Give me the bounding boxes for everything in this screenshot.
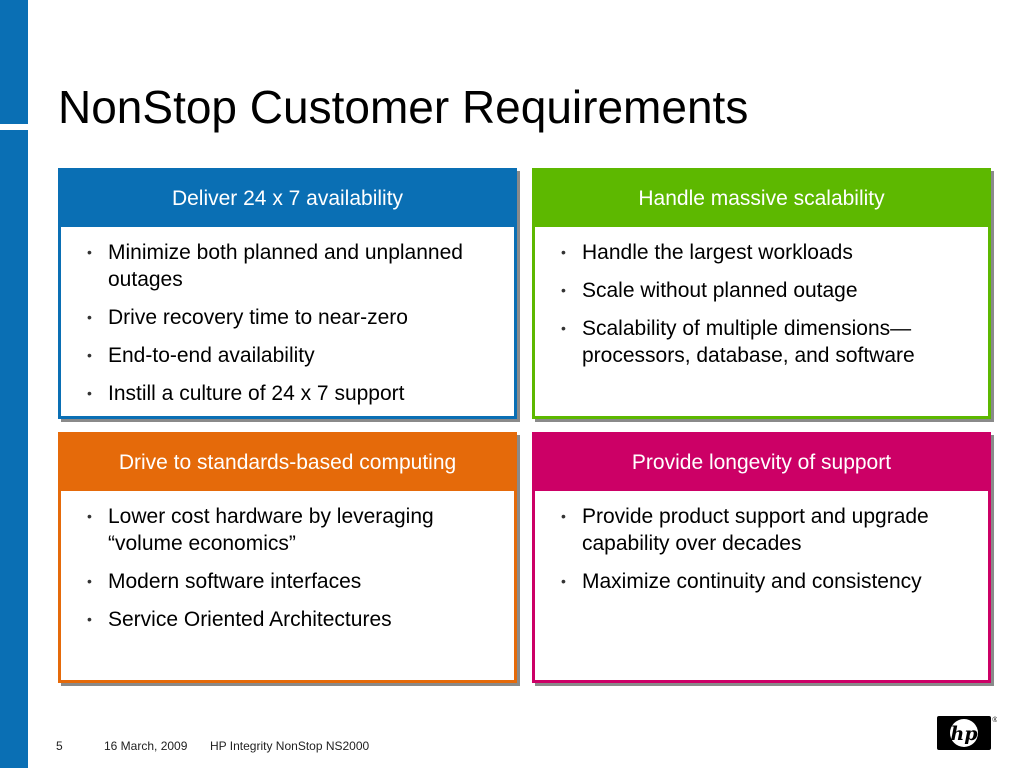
list-item: • Maximize continuity and consistency bbox=[558, 568, 973, 595]
card-longevity: Provide longevity of support • Provide pr… bbox=[532, 432, 991, 683]
card-availability: Deliver 24 x 7 availability • Minimize bo… bbox=[58, 168, 517, 419]
card-header: Drive to standards-based computing bbox=[61, 435, 514, 491]
card-header: Handle massive scalability bbox=[535, 171, 988, 227]
list-item: • Modern software interfaces bbox=[84, 568, 499, 595]
list-item: • Instill a culture of 24 x 7 support bbox=[84, 380, 499, 407]
bullet-icon: • bbox=[87, 508, 92, 524]
list-item-text: Lower cost hardware by leveraging “volum… bbox=[108, 505, 434, 555]
list-item: • Provide product support and upgrade cap… bbox=[558, 503, 973, 557]
bullet-list: • Handle the largest workloads • Scale wit… bbox=[538, 227, 985, 369]
list-item-text: Scale without planned outage bbox=[582, 279, 858, 302]
list-item: • End-to-end availability bbox=[84, 342, 499, 369]
footer-product: HP Integrity NonStop NS2000 bbox=[210, 739, 370, 753]
bullet-icon: • bbox=[87, 347, 92, 363]
list-item-text: Maximize continuity and consistency bbox=[582, 570, 922, 593]
slide-title: NonStop Customer Requirements bbox=[58, 81, 749, 133]
bullet-icon: • bbox=[561, 508, 566, 524]
card-body: • Minimize both planned and unplanned out… bbox=[64, 227, 511, 413]
list-item: • Scale without planned outage bbox=[558, 277, 973, 304]
list-item: • Drive recovery time to near-zero bbox=[84, 304, 499, 331]
list-item: • Lower cost hardware by leveraging “volu… bbox=[84, 503, 499, 557]
list-item-text: Instill a culture of 24 x 7 support bbox=[108, 382, 405, 405]
bullet-icon: • bbox=[87, 573, 92, 589]
page-number: 5 bbox=[56, 739, 63, 753]
bullet-icon: • bbox=[561, 244, 566, 260]
list-item: • Minimize both planned and unplanned out… bbox=[84, 239, 499, 293]
hp-logo-icon: hp ® bbox=[937, 716, 997, 750]
card-header: Provide longevity of support bbox=[535, 435, 988, 491]
left-accent-bar bbox=[0, 0, 28, 768]
list-item-text: Modern software interfaces bbox=[108, 570, 362, 593]
card-body: • Lower cost hardware by leveraging “volu… bbox=[64, 491, 511, 677]
card-standards: Drive to standards-based computing • Lowe… bbox=[58, 432, 517, 683]
bullet-icon: • bbox=[87, 385, 92, 401]
bullet-icon: • bbox=[87, 611, 92, 627]
bullet-list: • Provide product support and upgrade cap… bbox=[538, 491, 985, 595]
card-header: Deliver 24 x 7 availability bbox=[61, 171, 514, 227]
left-accent-bar-notch bbox=[0, 124, 28, 130]
list-item: • Scalability of multiple dimensions—proc… bbox=[558, 315, 973, 369]
bullet-icon: • bbox=[87, 309, 92, 325]
list-item-text: Service Oriented Architectures bbox=[108, 608, 392, 631]
bullet-icon: • bbox=[561, 573, 566, 589]
bullet-icon: • bbox=[561, 282, 566, 298]
list-item-text: End-to-end availability bbox=[108, 344, 315, 367]
footer-date: 16 March, 2009 bbox=[104, 739, 188, 753]
registered-mark: ® bbox=[992, 716, 997, 724]
bullet-icon: • bbox=[561, 320, 566, 336]
bullet-list: • Minimize both planned and unplanned out… bbox=[64, 227, 511, 407]
list-item: • Handle the largest workloads bbox=[558, 239, 973, 266]
list-item-text: Provide product support and upgrade capa… bbox=[582, 505, 929, 555]
bullet-list: • Lower cost hardware by leveraging “volu… bbox=[64, 491, 511, 633]
card-body: • Provide product support and upgrade cap… bbox=[538, 491, 985, 677]
card-body: • Handle the largest workloads • Scale wit… bbox=[538, 227, 985, 413]
list-item: • Service Oriented Architectures bbox=[84, 606, 499, 633]
list-item-text: Drive recovery time to near-zero bbox=[108, 306, 408, 329]
card-scalability: Handle massive scalability • Handle the l… bbox=[532, 168, 991, 419]
hp-logo-text: hp bbox=[950, 723, 978, 745]
list-item-text: Scalability of multiple dimensions—proce… bbox=[582, 317, 915, 367]
list-item-text: Handle the largest workloads bbox=[582, 241, 853, 264]
bullet-icon: • bbox=[87, 244, 92, 260]
list-item-text: Minimize both planned and unplanned outa… bbox=[108, 241, 463, 291]
